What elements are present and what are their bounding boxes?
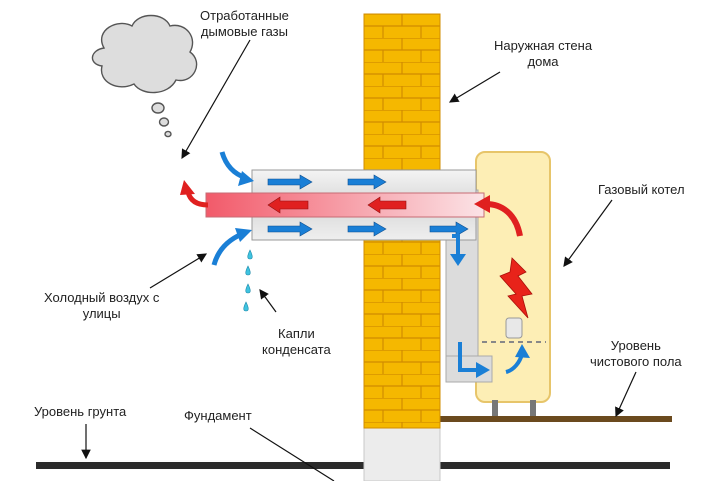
label-cold-air-line2: улицы (82, 306, 121, 321)
label-condensate-line2: конденсата (262, 342, 331, 357)
label-floor-level: Уровень чистового пола (590, 338, 682, 370)
air-intake-arrowhead-bottom (235, 228, 252, 242)
exhaust-exit-arrowhead (180, 180, 195, 195)
label-gas-boiler: Газовый котел (598, 182, 685, 197)
label-exhaust-gases-line2: дымовые газы (200, 24, 288, 39)
boiler-leg-right (530, 400, 536, 416)
label-floor-level-line1: Уровень (610, 338, 661, 353)
label-outer-wall: Наружная стена дома (494, 38, 592, 70)
air-intake-arrowhead-top (238, 171, 254, 186)
label-exhaust-gases-line1: Отработанные (200, 8, 289, 23)
label-exhaust-gases: Отработанные дымовые газы (200, 8, 289, 40)
duct-down-arrow (452, 234, 460, 256)
cold-air-flow-arrows (267, 174, 469, 237)
label-condensate-line1: Капли (278, 326, 315, 341)
duct-down-arrowhead (450, 254, 466, 266)
label-ground-level: Уровень грунта (34, 404, 127, 419)
label-cold-air: Холодный воздух с улицы (44, 290, 159, 322)
label-outer-wall-line2: дома (527, 54, 559, 69)
label-foundation: Фундамент (184, 408, 252, 423)
foundation-block (363, 427, 441, 481)
boiler-leg-left (492, 400, 498, 416)
ground-line (36, 462, 670, 469)
burner-air-arrowhead (515, 344, 530, 358)
label-outer-wall-line1: Наружная стена (494, 38, 593, 53)
pointer-arrows (81, 39, 637, 481)
label-cold-air-line1: Холодный воздух с (44, 290, 160, 305)
floor-line (440, 416, 672, 422)
flue-inner-pipe (205, 192, 485, 218)
air-intake-arrow-bottom (211, 231, 244, 266)
duct-bottom-arrow (458, 342, 478, 372)
duct-bottom-arrowhead (476, 362, 490, 378)
boiler-exhaust-arrowhead (474, 195, 490, 213)
condensate-drops-icon (243, 249, 253, 312)
burner (505, 317, 523, 339)
hot-gas-flow-arrows (267, 196, 407, 214)
smoke-cloud-icon (91, 14, 198, 138)
label-condensate: Капли конденсата (262, 326, 331, 358)
label-floor-level-line2: чистового пола (590, 354, 682, 369)
flame-icon (499, 257, 533, 319)
